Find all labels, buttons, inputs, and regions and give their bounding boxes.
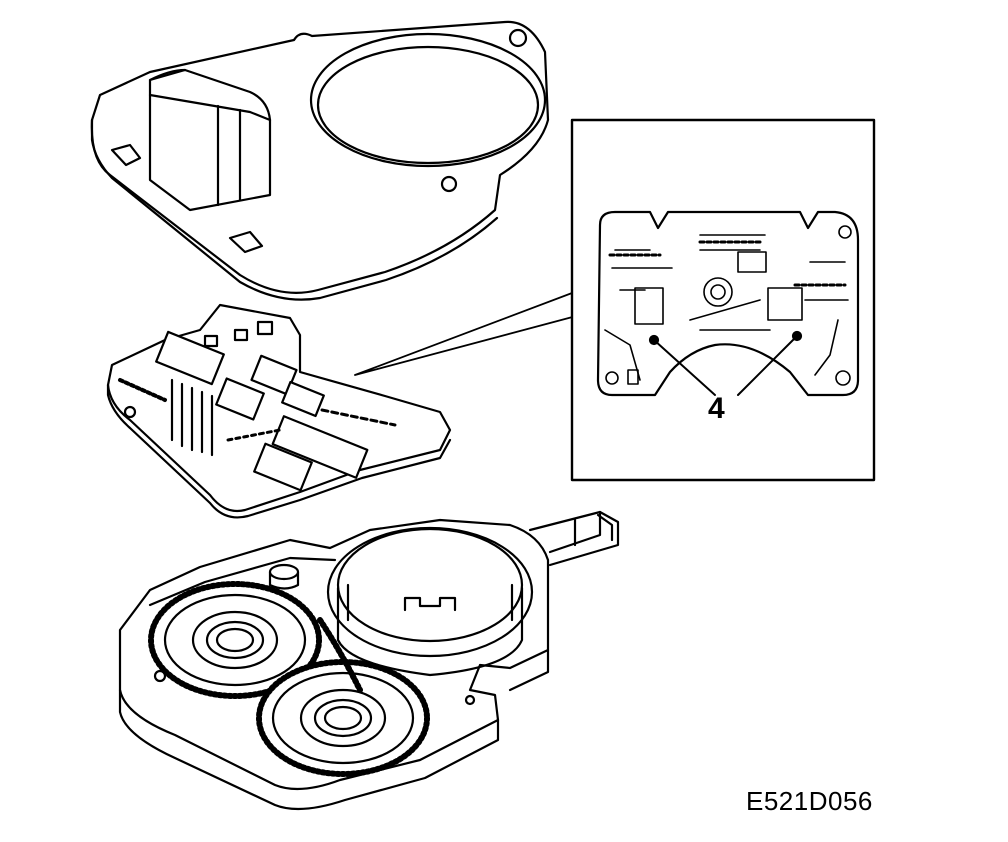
detail-view [570, 118, 876, 482]
callout-number-4: 4 [708, 392, 725, 425]
circuit-board [106, 303, 452, 519]
detail-pointer [354, 289, 581, 376]
bottom-housing [118, 510, 620, 811]
top-cover [90, 20, 550, 301]
detail-chip-left [634, 287, 664, 325]
gear-lower [256, 659, 430, 777]
cover-connector-housing [148, 68, 272, 212]
gear-upper [148, 581, 322, 699]
figure-code: E521D056 [746, 786, 873, 816]
detail-chip-right [767, 287, 803, 321]
callout-leader-right [737, 335, 798, 396]
housing-shaft [528, 510, 620, 567]
housing-hub [326, 526, 534, 677]
callout-leader-left [653, 339, 716, 396]
housing-post [268, 563, 300, 590]
cover-round-opening [309, 32, 547, 168]
cover-mount-hole [508, 28, 528, 48]
